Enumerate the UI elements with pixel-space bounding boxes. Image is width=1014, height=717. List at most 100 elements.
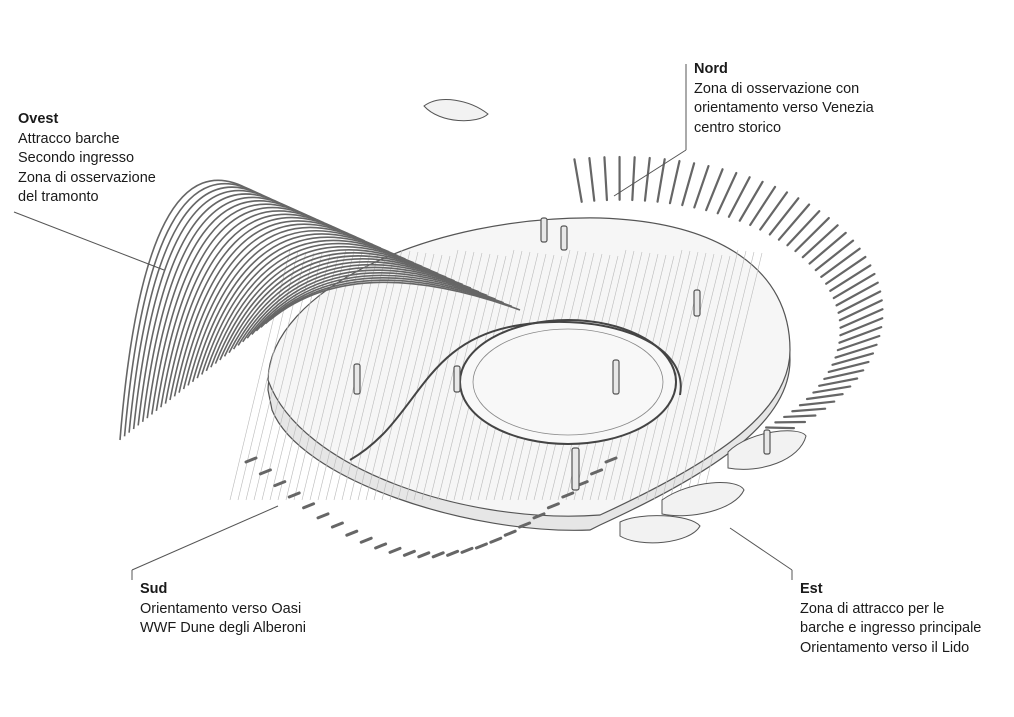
timber-rib xyxy=(827,360,870,374)
deck-plank xyxy=(269,254,331,501)
label-nord: Nord Zona di osservazione con orientamen… xyxy=(694,60,874,138)
timber-rib xyxy=(604,456,618,464)
deck-plank xyxy=(357,251,419,501)
timber-rib xyxy=(446,549,460,557)
timber-rib xyxy=(532,512,546,520)
timber-rib xyxy=(374,542,388,550)
timber-rib xyxy=(839,308,884,329)
label-ovest-title: Ovest xyxy=(18,111,59,127)
deck-plank xyxy=(349,250,411,501)
deck-plank xyxy=(317,253,379,501)
timber-rib xyxy=(169,216,341,401)
boat-group xyxy=(423,99,807,544)
timber-rib xyxy=(834,343,878,359)
deck-plank xyxy=(669,255,731,501)
deck-plank xyxy=(653,253,715,501)
leader-line-nord-2 xyxy=(613,149,687,197)
timber-rib xyxy=(798,400,836,407)
leader-lines xyxy=(13,64,793,580)
timber-rib xyxy=(503,529,517,537)
timber-rib xyxy=(246,269,480,339)
timber-rib xyxy=(805,393,844,401)
timber-rib xyxy=(765,426,796,430)
timber-rib xyxy=(141,196,292,422)
deck-plank xyxy=(373,253,435,501)
timber-rib xyxy=(242,266,472,343)
timber-rib xyxy=(316,512,330,520)
timber-rib xyxy=(431,551,445,559)
label-est-line: Zona di attracco per le xyxy=(800,600,945,617)
timber-rib xyxy=(155,206,316,412)
timber-rib xyxy=(631,156,636,202)
timber-ribs-east xyxy=(573,155,884,430)
leader-line-ovest xyxy=(13,211,165,271)
person-figure xyxy=(353,363,361,395)
deck-plank xyxy=(237,250,299,501)
timber-rib xyxy=(825,255,867,285)
person-figure xyxy=(693,289,701,317)
label-nord-line: centro storico xyxy=(694,119,782,136)
timber-rib xyxy=(173,220,349,397)
timber-rib xyxy=(244,456,258,464)
timber-rib xyxy=(823,369,865,381)
timber-rib xyxy=(791,407,827,413)
timber-rib xyxy=(727,176,751,218)
timber-rib xyxy=(474,542,488,550)
timber-ribs-south xyxy=(244,456,618,559)
timber-rib xyxy=(402,549,416,557)
timber-rib xyxy=(196,236,390,379)
timber-rib xyxy=(818,377,859,387)
timber-rib xyxy=(831,352,875,366)
timber-rib xyxy=(836,334,881,352)
timber-rib xyxy=(693,164,710,209)
timber-rib xyxy=(777,203,811,241)
label-nord-line: orientamento verso Venezia xyxy=(694,100,874,116)
timber-rib xyxy=(191,233,382,383)
timber-rib xyxy=(201,239,398,375)
timber-rib xyxy=(151,203,308,415)
person-figure xyxy=(763,429,771,455)
label-sud: Sud Orientamento verso Oasi WWF Dune deg… xyxy=(140,580,306,639)
timber-rib xyxy=(801,224,839,259)
timber-rib xyxy=(228,258,447,354)
timber-rib xyxy=(417,551,431,559)
deck-plank xyxy=(685,250,747,501)
deck-plank xyxy=(333,255,395,501)
timber-rib xyxy=(716,171,738,215)
timber-rib xyxy=(302,502,316,510)
timber-rib xyxy=(814,239,855,272)
label-ovest-line: Secondo ingresso xyxy=(18,150,135,166)
deck-plank xyxy=(277,255,339,501)
timber-rib xyxy=(786,210,821,247)
label-est: Est Zona di attracco per le barche e ing… xyxy=(800,580,981,658)
timber-rib xyxy=(656,158,666,203)
deck-plank xyxy=(381,254,443,501)
timber-rib xyxy=(838,326,883,344)
deck-plank xyxy=(677,249,739,501)
label-ovest: Ovest Attracco barche Secondo ingresso Z… xyxy=(18,110,156,208)
timber-rib xyxy=(345,529,359,537)
timber-rib xyxy=(759,191,789,231)
timber-rib xyxy=(518,521,532,529)
spiral-ramp xyxy=(349,320,682,461)
label-ovest-line: del tramonto xyxy=(18,189,99,205)
deck-plank xyxy=(309,252,371,501)
timber-rib xyxy=(590,468,604,476)
label-nord-title: Nord xyxy=(694,61,728,77)
timber-rib xyxy=(460,546,474,554)
platform xyxy=(229,217,791,531)
deck-plank xyxy=(701,252,763,501)
timber-rib xyxy=(264,279,513,325)
timber-rib xyxy=(681,162,696,207)
timber-rib xyxy=(838,299,883,322)
timber-rib xyxy=(829,264,872,292)
timber-rib xyxy=(832,272,876,300)
timber-rib xyxy=(237,263,464,346)
timber-rib xyxy=(808,231,847,265)
leader-line-est-2 xyxy=(729,527,793,571)
deck-plank xyxy=(253,252,315,501)
deck-plank xyxy=(293,250,355,501)
timber-rib xyxy=(119,179,251,441)
person-figure xyxy=(612,359,620,395)
